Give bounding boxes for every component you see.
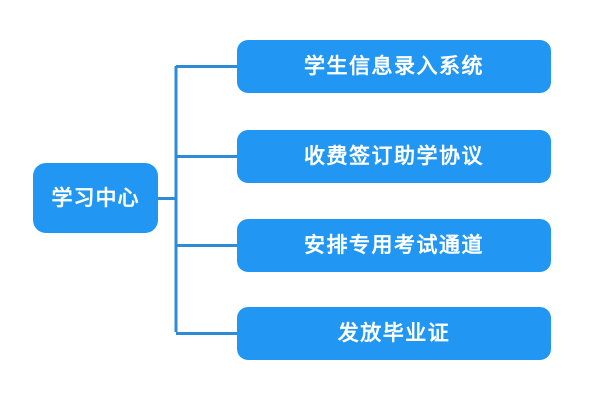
root-node[interactable]: 学习中心 <box>33 163 158 233</box>
child-node-exam-channel[interactable]: 安排专用考试通道 <box>237 219 551 272</box>
child-node-fee-study-agreement[interactable]: 收费签订助学协议 <box>237 130 551 183</box>
root-node-label: 学习中心 <box>51 185 140 210</box>
child-node-label: 安排专用考试通道 <box>304 233 484 257</box>
child-node-graduation-certificate[interactable]: 发放毕业证 <box>237 307 551 360</box>
child-node-student-info-entry-system[interactable]: 学生信息录入系统 <box>237 40 551 93</box>
child-node-label: 学生信息录入系统 <box>304 54 484 78</box>
child-node-label: 收费签订助学协议 <box>304 144 484 168</box>
child-node-label: 发放毕业证 <box>337 321 451 345</box>
